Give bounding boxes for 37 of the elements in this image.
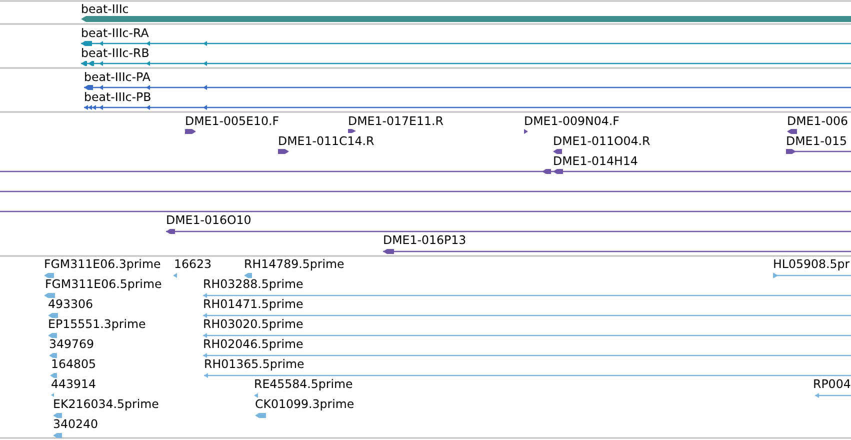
feature-label: RH14789.5prime <box>244 257 344 272</box>
feature-line <box>0 190 851 192</box>
feature-label: DME1-006 <box>787 114 848 128</box>
feature-label: DME1-014H14 <box>553 154 638 168</box>
feature-line <box>0 210 851 212</box>
feature-label: DME1-017E11.R <box>348 114 444 128</box>
feature-label: 164805 <box>51 357 96 372</box>
feature-label: RH01471.5prime <box>203 297 304 312</box>
feature-label: DME1-016P13 <box>383 233 466 248</box>
feature-label: FGM311E06.5prime <box>45 277 162 292</box>
feature-label: RH03020.5prime <box>203 317 304 332</box>
feature-label: DME1-011O04.R <box>553 134 650 148</box>
feature-label: DME1-016O10 <box>166 213 252 228</box>
feature-label: CK01099.3prime <box>255 397 354 412</box>
feature-label: RP004 <box>813 377 851 392</box>
feature-label: beat-IIIc-RA <box>81 26 149 40</box>
feature-label: beat-IIIc <box>81 2 129 16</box>
feature-label: 340240 <box>53 417 98 432</box>
feature-label: HL05908.5pr <box>773 257 850 272</box>
feature-label: DME1-015 <box>786 134 847 148</box>
feature-label: RH02046.5prime <box>203 337 304 352</box>
feature-label: RH01365.5prime <box>204 357 304 372</box>
feature-label: RH03288.5prime <box>203 277 304 292</box>
feature-label: 349769 <box>49 337 94 352</box>
feature-label: EP15551.3prime <box>48 317 146 332</box>
feature-label: DME1-005E10.F <box>185 114 279 128</box>
feature-label: RE45584.5prime <box>254 377 353 392</box>
feature-label: beat-IIIc-PA <box>84 70 150 84</box>
feature-label: EK216034.5prime <box>53 397 159 412</box>
feature-label: DME1-009N04.F <box>524 114 620 128</box>
feature-label: FGM311E06.3prime <box>44 257 161 272</box>
feature-label: DME1-011C14.R <box>278 134 374 148</box>
feature-label: beat-IIIc-RB <box>81 46 150 60</box>
feature-label: 16623 <box>174 257 212 272</box>
feature-label: 443914 <box>51 377 96 392</box>
feature-label: beat-IIIc-PB <box>84 90 152 104</box>
feature-label: 493306 <box>48 297 94 312</box>
